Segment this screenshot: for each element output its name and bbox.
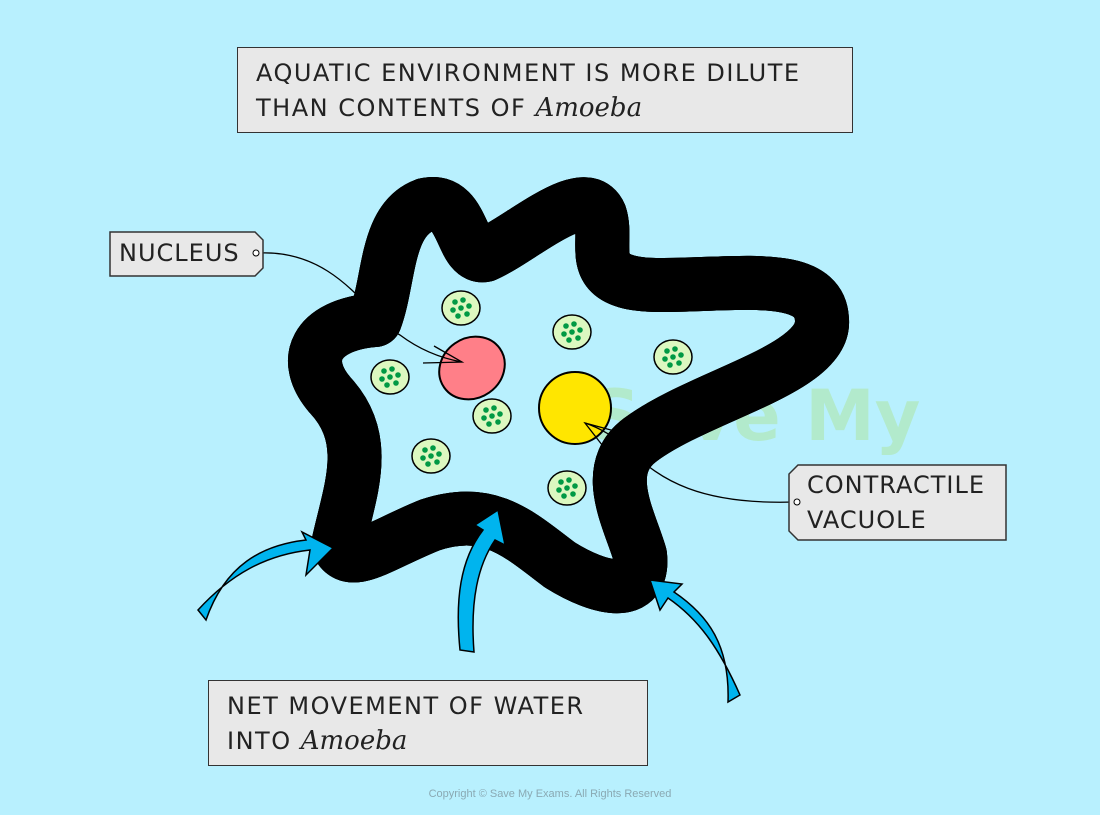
chloroplast-dot bbox=[566, 477, 572, 483]
chloroplast-dot bbox=[566, 337, 572, 343]
water-arrow-left bbox=[197, 530, 335, 622]
chloroplast-dot bbox=[422, 447, 428, 453]
title-line1: AQUATIC ENVIRONMENT IS MORE DILUTE bbox=[256, 59, 801, 87]
vacuole-label-line2: VACUOLE bbox=[807, 506, 927, 534]
chloroplast-dot bbox=[670, 354, 676, 360]
chloroplast-dot bbox=[464, 311, 470, 317]
bottom-line1: NET MOVEMENT OF WATER bbox=[227, 692, 585, 720]
chloroplast-dot bbox=[577, 327, 583, 333]
title-box: AQUATIC ENVIRONMENT IS MORE DILUTE THAN … bbox=[237, 47, 853, 133]
chloroplast-dot bbox=[458, 305, 464, 311]
chloroplast-dot bbox=[561, 493, 567, 499]
chloroplast-dot bbox=[452, 299, 458, 305]
chloroplast-dot bbox=[395, 372, 401, 378]
chloroplast-dot bbox=[436, 451, 442, 457]
water-arrow-middle bbox=[457, 508, 507, 653]
chloroplast-dot bbox=[425, 461, 431, 467]
chloroplast-dot bbox=[575, 335, 581, 341]
nucleus-pointer-line bbox=[259, 252, 463, 363]
chloroplast-dot bbox=[450, 307, 456, 313]
vacuole-tag-hole bbox=[793, 498, 801, 506]
chloroplast-dot bbox=[564, 485, 570, 491]
contractile-vacuole bbox=[538, 371, 612, 445]
chloroplast-dot bbox=[428, 453, 434, 459]
chloroplast-dot bbox=[483, 407, 489, 413]
chloroplast-dot bbox=[676, 360, 682, 366]
chloroplast-dot bbox=[379, 376, 385, 382]
nucleus-tag-hole bbox=[252, 249, 260, 257]
chloroplast-dot bbox=[481, 415, 487, 421]
chloroplast-dot bbox=[491, 405, 497, 411]
chloroplast-dot bbox=[556, 487, 562, 493]
bottom-box: NET MOVEMENT OF WATER INTO Amoeba bbox=[208, 680, 648, 766]
chloroplast-dot bbox=[571, 321, 577, 327]
chloroplasts bbox=[370, 290, 693, 506]
chloroplast-dot bbox=[572, 483, 578, 489]
chloroplast-dot bbox=[561, 331, 567, 337]
chloroplast-dot bbox=[384, 382, 390, 388]
title-organism: Amoeba bbox=[535, 93, 643, 123]
water-arrows bbox=[197, 508, 741, 704]
vacuole-arrowhead bbox=[583, 421, 623, 451]
chloroplast-dot bbox=[387, 374, 393, 380]
chloroplast-dot bbox=[420, 455, 426, 461]
chloroplast-dot bbox=[455, 313, 461, 319]
chloroplast-dot bbox=[486, 421, 492, 427]
nucleus bbox=[438, 335, 506, 401]
chloroplast-dot bbox=[569, 329, 575, 335]
nucleus-label: NUCLEUS bbox=[119, 239, 240, 267]
vacuole-label: CONTRACTILE VACUOLE bbox=[807, 468, 985, 538]
chloroplast-dot bbox=[662, 356, 668, 362]
bottom-organism: Amoeba bbox=[300, 726, 408, 756]
chloroplast-dot bbox=[664, 348, 670, 354]
chloroplast-dot bbox=[678, 352, 684, 358]
vacuole-label-line1: CONTRACTILE bbox=[807, 471, 985, 499]
chloroplast-dot bbox=[667, 362, 673, 368]
copyright: Copyright © Save My Exams. All Rights Re… bbox=[428, 788, 672, 800]
chloroplast-dot bbox=[489, 413, 495, 419]
vacuole-pointer-line bbox=[584, 422, 796, 503]
water-arrow-right bbox=[648, 579, 741, 704]
chloroplast-dot bbox=[389, 366, 395, 372]
chloroplast-dot bbox=[381, 368, 387, 374]
chloroplast-dot bbox=[558, 479, 564, 485]
chloroplast-dot bbox=[570, 491, 576, 497]
chloroplast-dot bbox=[393, 380, 399, 386]
vacuole-label-tag bbox=[788, 464, 1007, 541]
chloroplast-dot bbox=[430, 445, 436, 451]
chloroplast-dot bbox=[495, 419, 501, 425]
chloroplast-dot bbox=[460, 297, 466, 303]
chloroplast-dot bbox=[497, 411, 503, 417]
title-line2: THAN CONTENTS OF bbox=[256, 94, 527, 122]
chloroplast-dot bbox=[563, 323, 569, 329]
bottom-line2: INTO bbox=[227, 727, 292, 755]
nucleus-arrowhead bbox=[422, 345, 465, 364]
nucleus-label-tag bbox=[109, 231, 264, 277]
chloroplast-dot bbox=[466, 303, 472, 309]
chloroplast-dot bbox=[672, 346, 678, 352]
chloroplast-dot bbox=[434, 459, 440, 465]
